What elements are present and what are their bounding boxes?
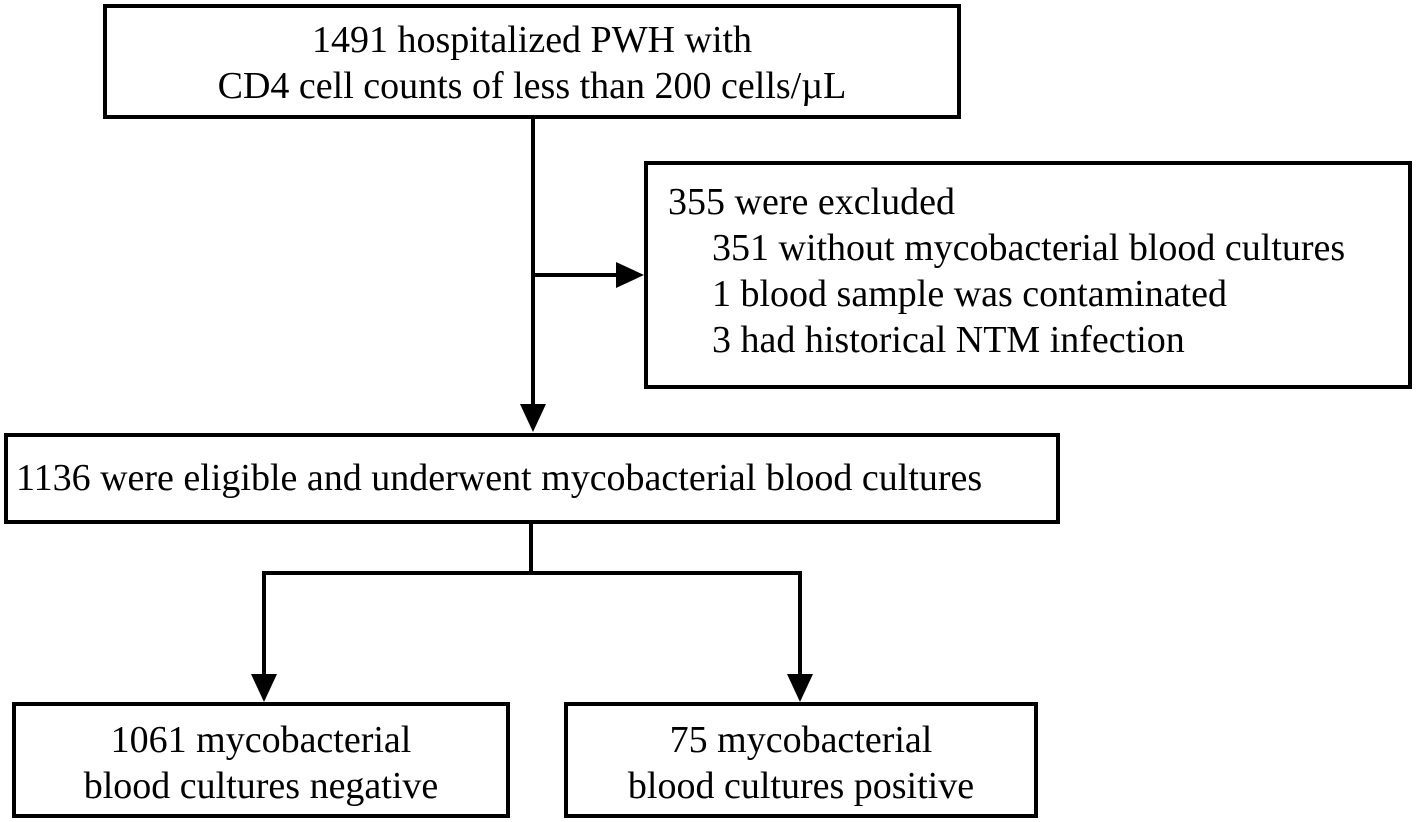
arrowhead-eligible [520,404,546,432]
excluded-item-historical-ntm: 3 had historical NTM infection [712,319,1185,361]
excluded-box: 355 were excluded 351 without mycobacter… [644,161,1412,389]
arrowhead-positive [787,674,813,702]
population-line-2: CD4 cell counts of less than 200 cells/µ… [217,65,847,107]
population-box: 1491 hospitalized PWH with CD4 cell coun… [103,4,961,119]
population-line-1: 1491 hospitalized PWH with [311,19,753,61]
negative-box: 1061 mycobacterial blood cultures negati… [12,702,510,818]
eligible-text: 1136 were eligible and underwent mycobac… [16,457,983,499]
arrowhead-negative [251,674,277,702]
arrowhead-excluded [616,262,644,288]
excluded-item-contaminated: 1 blood sample was contaminated [712,273,1227,315]
excluded-item-no-cultures: 351 without mycobacterial blood cultures [712,227,1346,269]
excluded-heading: 355 were excluded [668,181,955,223]
positive-line-1: 75 mycobacterial [669,719,933,761]
positive-line-2: blood cultures positive [627,765,975,807]
negative-line-1: 1061 mycobacterial [110,719,412,761]
positive-box: 75 mycobacterial blood cultures positive [564,702,1038,818]
eligible-box: 1136 were eligible and underwent mycobac… [4,433,1060,524]
negative-line-2: blood cultures negative [83,765,439,807]
